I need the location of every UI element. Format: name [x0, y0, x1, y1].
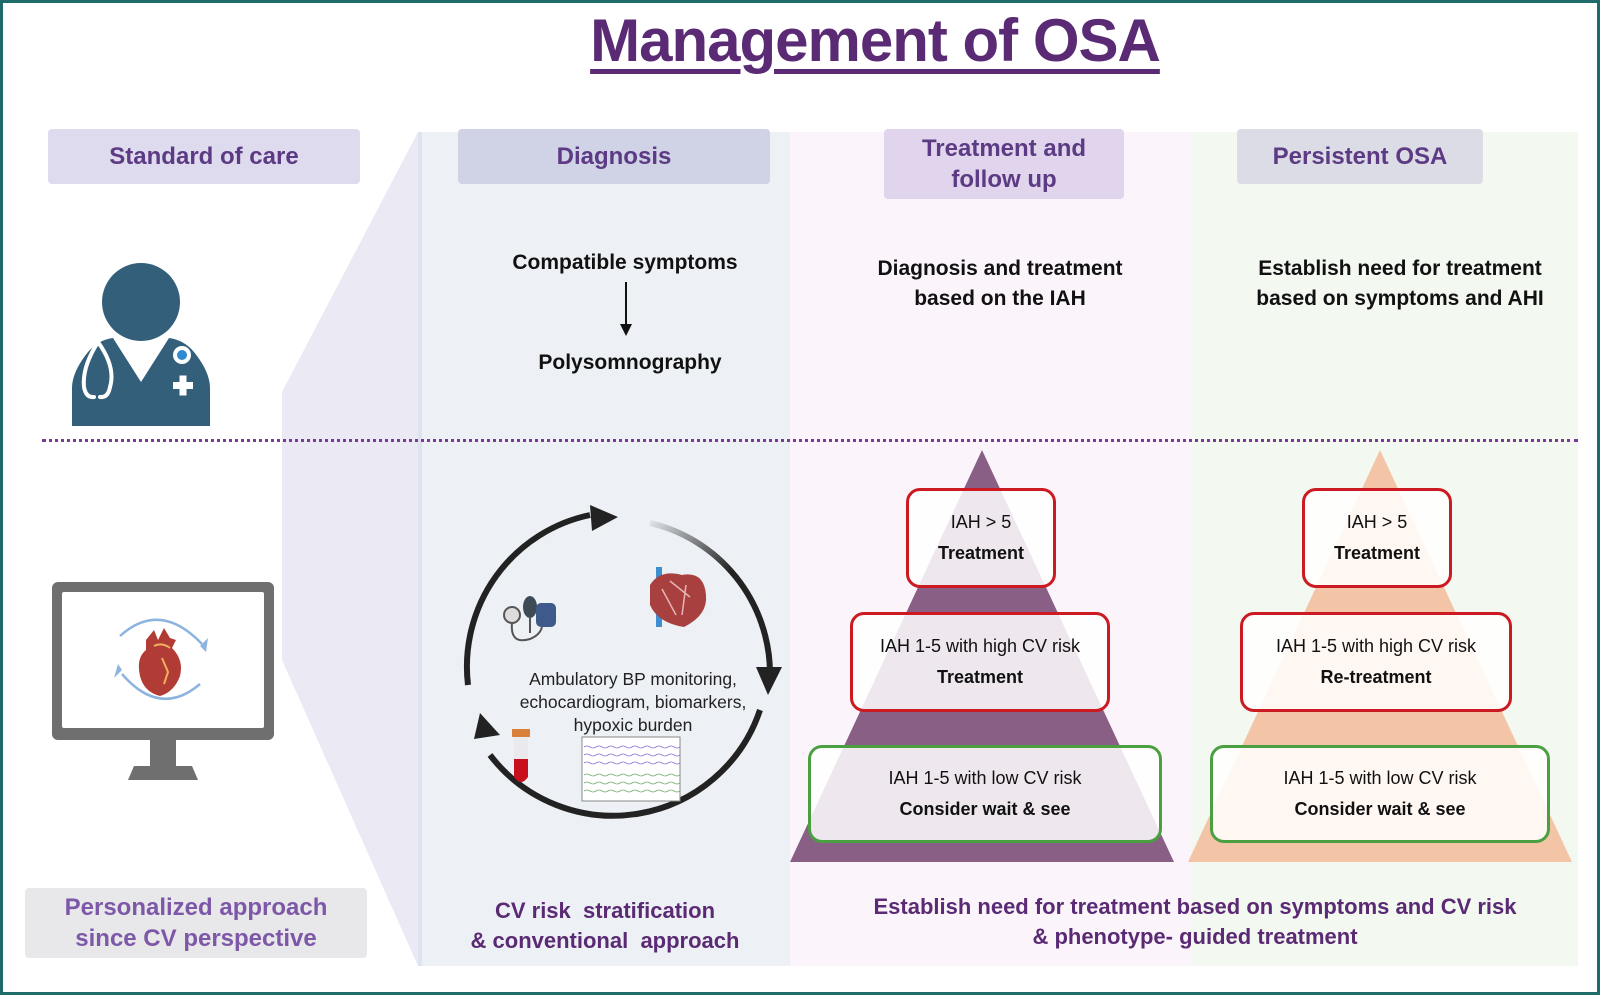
treatment-caption: Establish need for treatment based on sy…: [800, 892, 1590, 952]
header-diagnosis: Diagnosis: [458, 129, 770, 184]
page-title: Management of OSA: [590, 7, 1161, 74]
personalized-label-line1: Personalized approach: [64, 894, 328, 921]
treatment-standard-line2: based on the IAH: [914, 287, 1086, 310]
tier-action: Treatment: [1333, 543, 1421, 563]
row-divider: [42, 439, 1578, 442]
personalized-approach-label: Personalized approach since CV perspecti…: [25, 888, 367, 958]
treatment-standard-text: Diagnosis and treatment based on the IAH: [820, 254, 1180, 314]
tier-action: Re-treatment: [1320, 667, 1432, 687]
header-standard-of-care: Standard of care: [48, 129, 360, 184]
cycle-arrow-bottom: [487, 709, 763, 819]
monitor-heart-icon: [52, 582, 274, 780]
tier-criteria: IAH 1-5 with low CV risk: [888, 768, 1082, 788]
tier-criteria: IAH 1-5 with low CV risk: [1283, 768, 1477, 788]
blood-pressure-cuff-icon: [503, 596, 556, 642]
treatment-tier-2: IAH 1-5 with high CV risk Treatment: [850, 612, 1110, 712]
header-treatment-followup: Treatment and follow up: [884, 129, 1124, 199]
cycle-arrow-right: [649, 520, 773, 674]
header-persistent-osa: Persistent OSA: [1237, 129, 1483, 184]
treatment-tier-1: IAH > 5 Treatment: [906, 488, 1056, 588]
diagnosis-caption: CV risk stratification & conventional ap…: [440, 896, 770, 956]
diagnosis-caption-line2: & conventional approach: [470, 928, 740, 953]
persistent-tier-2: IAH 1-5 with high CV risk Re-treatment: [1240, 612, 1512, 712]
cycle-text-line1: Ambulatory BP monitoring,: [529, 669, 737, 689]
persistent-standard-line2: based on symptoms and AHI: [1256, 287, 1544, 310]
tier-criteria: IAH 1-5 with high CV risk: [879, 636, 1081, 656]
persistent-standard-line1: Establish need for treatment: [1258, 257, 1542, 280]
tier-action: Consider wait & see: [899, 799, 1071, 819]
heart-anatomy-icon: [650, 567, 707, 627]
cycle-arrow-top: [463, 512, 591, 686]
treatment-tier-3: IAH 1-5 with low CV risk Consider wait &…: [808, 745, 1162, 843]
diagnosis-step-polysomnography: Polysomnography: [538, 351, 722, 374]
treatment-caption-line1: Establish need for treatment based on sy…: [873, 894, 1517, 919]
diagnosis-step-symptoms: Compatible symptoms: [512, 251, 738, 274]
down-arrow-icon: [620, 282, 632, 336]
cycle-text-line3: hypoxic burden: [573, 715, 693, 735]
cycle-text-line2: echocardiogram, biomarkers,: [519, 692, 747, 712]
tier-criteria: IAH > 5: [1346, 512, 1408, 532]
eeg-chart-icon: [581, 736, 681, 802]
tier-criteria: IAH > 5: [950, 512, 1012, 532]
doctor-icon: [72, 263, 210, 426]
treatment-caption-line2: & phenotype- guided treatment: [1032, 924, 1358, 949]
cycle-text: Ambulatory BP monitoring, echocardiogram…: [513, 668, 753, 737]
cv-risk-cycle: [463, 505, 782, 819]
blood-tube-icon: [512, 729, 530, 782]
diagnosis-column: [418, 132, 790, 966]
treatment-standard-line1: Diagnosis and treatment: [877, 257, 1123, 280]
persistent-standard-text: Establish need for treatment based on sy…: [1220, 254, 1580, 314]
diagnosis-caption-line1: CV risk stratification: [494, 898, 716, 923]
tier-action: Consider wait & see: [1294, 799, 1466, 819]
tier-action: Treatment: [937, 543, 1025, 563]
persistent-tier-3: IAH 1-5 with low CV risk Consider wait &…: [1210, 745, 1550, 843]
personalized-label-line2: since CV perspective: [75, 925, 317, 952]
header-treatment-label: Treatment and follow up: [921, 134, 1087, 193]
tier-criteria: IAH 1-5 with high CV risk: [1275, 636, 1477, 656]
tier-action: Treatment: [936, 667, 1024, 687]
persistent-tier-1: IAH > 5 Treatment: [1302, 488, 1452, 588]
